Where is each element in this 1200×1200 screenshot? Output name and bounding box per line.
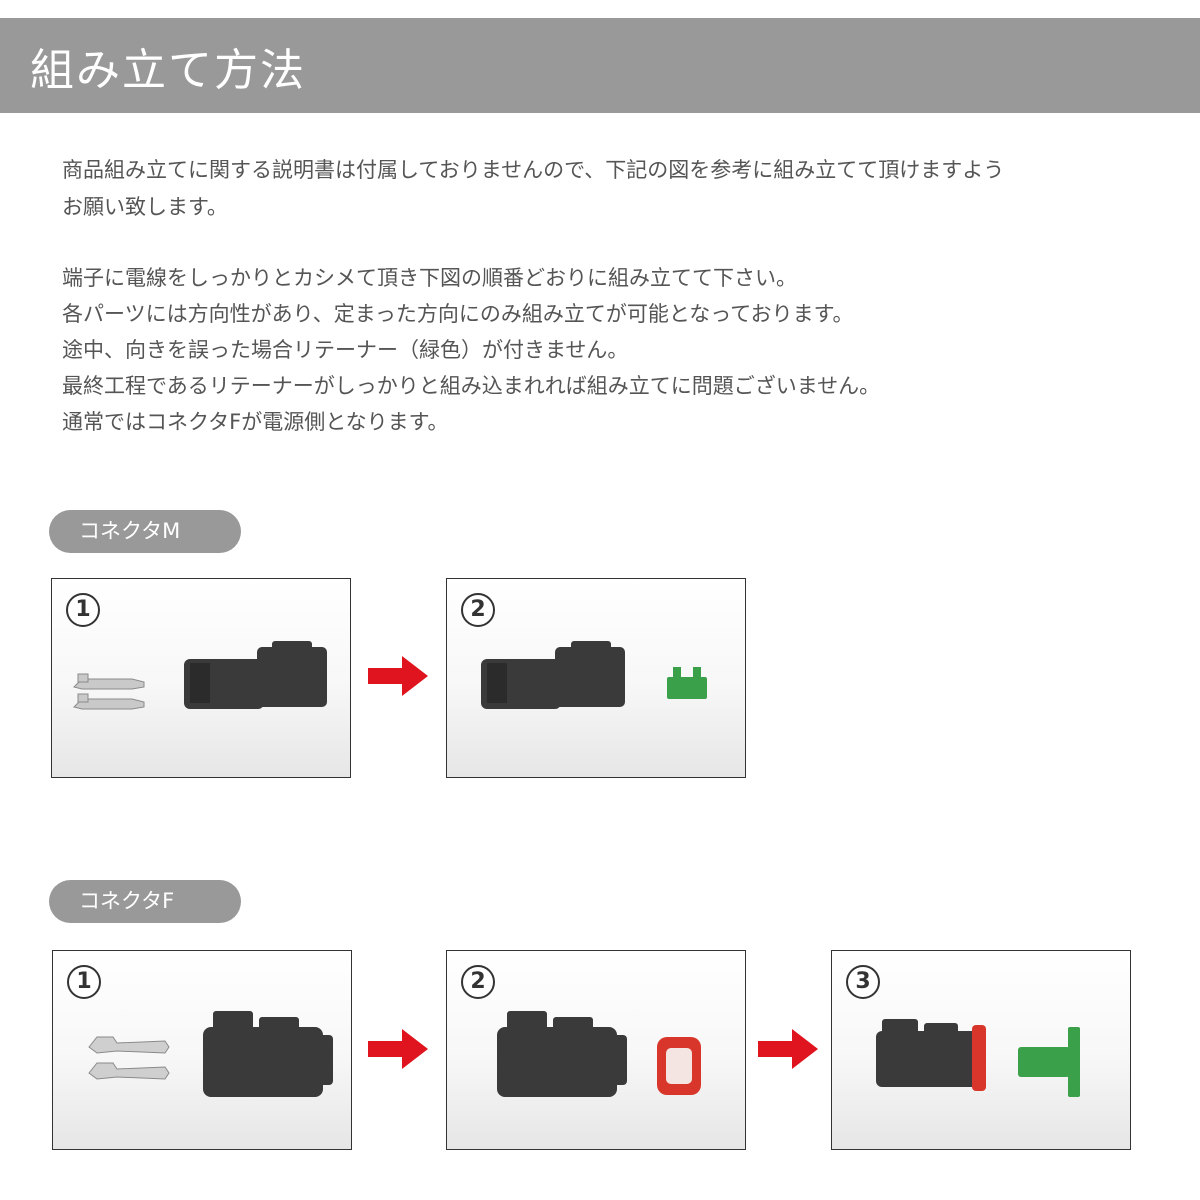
note-line: 途中、向きを誤った場合リテーナー（緑色）が付きません。 — [62, 338, 629, 362]
section-label-connector-m: コネクタM — [49, 510, 241, 553]
step-number-badge: 1 — [67, 965, 101, 999]
note-line: 通常ではコネクタFが電源側となります。 — [62, 410, 449, 434]
terminals-and-housing-photo — [88, 1011, 333, 1097]
male-housing — [184, 641, 327, 709]
instruction-notes: 端子に電線をしっかりとカシメて頂き下図の順番どおりに組み立てて下さい。 各パーツ… — [62, 260, 880, 440]
female-housing — [203, 1011, 333, 1097]
arrow-right-icon — [368, 1029, 428, 1069]
green-retainer — [667, 667, 707, 699]
terminal-sockets — [88, 1036, 170, 1080]
female-housing — [876, 1019, 980, 1087]
section-label-connector-f: コネクタF — [49, 880, 241, 923]
green-retainer — [1018, 1027, 1080, 1097]
step-number-badge: 3 — [846, 965, 880, 999]
step-number-badge: 2 — [461, 965, 495, 999]
red-seal — [657, 1037, 701, 1095]
terminal-pins — [73, 673, 145, 710]
terminals-and-housing-photo — [73, 641, 327, 710]
title-bar: 組み立て方法 — [0, 18, 1200, 113]
page-title: 組み立て方法 — [30, 45, 306, 96]
note-line: 最終工程であるリテーナーがしっかりと組み込まれれば組み立てに問題ございません。 — [62, 374, 881, 398]
step-panel-f-1: 1 — [52, 950, 352, 1150]
male-housing — [481, 641, 625, 709]
step-panel-f-3: 3 — [831, 950, 1131, 1150]
note-line: 各パーツには方向性があり、定まった方向にのみ組み立てが可能となっております。 — [62, 302, 854, 326]
female-housing — [497, 1011, 627, 1097]
intro-line: お願い致します。 — [62, 195, 228, 219]
note-line: 端子に電線をしっかりとカシメて頂き下図の順番どおりに組み立てて下さい。 — [62, 266, 797, 290]
housing-seal-retainer-photo — [876, 1019, 1080, 1097]
housing-and-retainer-photo — [481, 641, 707, 709]
step-panel-m-2: 2 — [446, 578, 746, 778]
arrow-right-icon — [758, 1029, 818, 1069]
intro-line: 商品組み立てに関する説明書は付属しておりませんので、下記の図を参考に組み立てて頂… — [62, 158, 1005, 182]
housing-and-seal-photo — [497, 1011, 701, 1097]
step-panel-m-1: 1 — [51, 578, 351, 778]
arrow-right-icon — [368, 656, 428, 696]
step-number-badge: 1 — [66, 593, 100, 627]
step-number-badge: 2 — [461, 593, 495, 627]
step-panel-f-2: 2 — [446, 950, 746, 1150]
intro-paragraph: 商品組み立てに関する説明書は付属しておりませんので、下記の図を参考に組み立てて頂… — [62, 152, 1004, 226]
red-seal — [972, 1025, 986, 1091]
